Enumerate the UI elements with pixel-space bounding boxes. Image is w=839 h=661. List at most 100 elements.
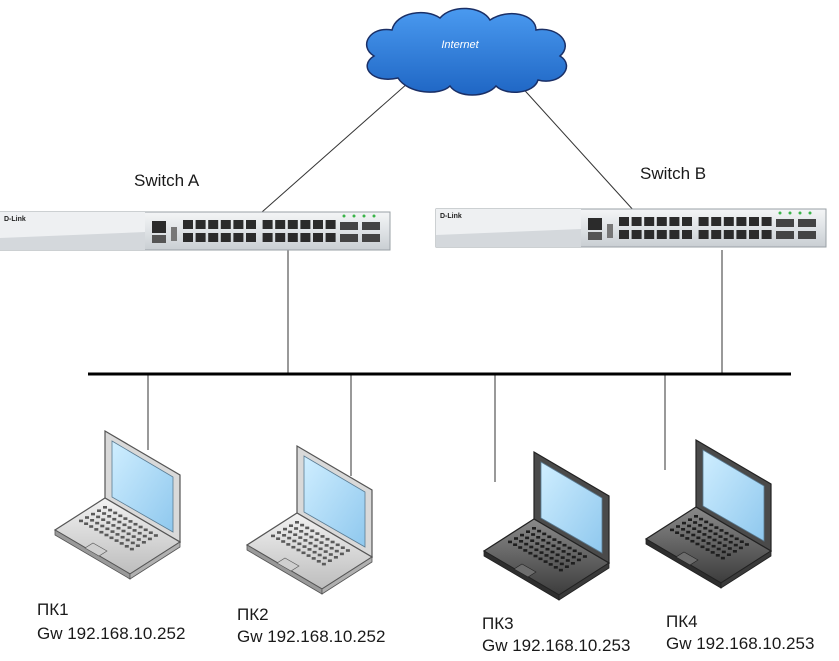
console-port [152, 235, 166, 243]
cloud-icon [365, 7, 568, 96]
ethernet-port [698, 217, 709, 226]
ethernet-port [208, 233, 219, 242]
pc1-gateway: Gw 192.168.10.252 [37, 624, 186, 643]
console-port [588, 218, 602, 230]
laptop-icon [245, 444, 374, 595]
pc2-name: ПК2 [237, 605, 269, 624]
ethernet-port [736, 217, 747, 226]
sfp-port [798, 219, 816, 227]
pc2-gateway: Gw 192.168.10.252 [237, 627, 386, 646]
status-led [778, 211, 782, 215]
keyboard [271, 521, 350, 566]
ethernet-port [644, 230, 655, 239]
status-led [362, 214, 366, 218]
ethernet-port [669, 230, 680, 239]
ethernet-port [220, 233, 231, 242]
ethernet-port [300, 220, 311, 229]
sfp-port [776, 219, 794, 227]
ethernet-port [682, 230, 692, 239]
ethernet-port [233, 220, 244, 229]
ethernet-port [275, 233, 286, 242]
connection-lines [147, 82, 723, 482]
laptops [53, 429, 773, 601]
status-led [352, 214, 356, 218]
ethernet-port [631, 230, 642, 239]
keyboard [508, 527, 587, 572]
ethernet-port [619, 230, 629, 239]
switch-a-logo: D-Link [4, 216, 26, 223]
ethernet-port [723, 230, 734, 239]
ethernet-port [761, 217, 772, 226]
sfp-port [340, 234, 358, 242]
ethernet-port [183, 233, 193, 242]
pc3-name: ПК3 [482, 614, 514, 633]
touchpad [84, 542, 108, 557]
laptop-icon [644, 438, 773, 589]
ethernet-port [325, 220, 336, 229]
touchpad [513, 563, 537, 578]
link-cloud-switch-b [517, 82, 636, 213]
pc1-name: ПК1 [37, 600, 69, 619]
ethernet-port [723, 217, 734, 226]
console-port [588, 232, 602, 240]
ethernet-port [761, 230, 772, 239]
switch-b-logo: D-Link [440, 213, 462, 220]
usb-port [607, 224, 613, 238]
ethernet-port [749, 230, 759, 239]
keyboard [670, 515, 749, 560]
touchpad [675, 551, 699, 566]
console-port [152, 221, 166, 233]
ethernet-port [736, 230, 747, 239]
usb-port [171, 227, 177, 241]
laptop-icon [53, 429, 182, 580]
ethernet-port [195, 233, 206, 242]
switch-b-device: D-Link [435, 208, 827, 248]
ethernet-port [183, 220, 193, 229]
switch-b-label: Switch B [640, 164, 707, 183]
ethernet-port [644, 217, 655, 226]
ethernet-port [287, 233, 298, 242]
ethernet-port [656, 217, 667, 226]
ethernet-port [669, 217, 680, 226]
ethernet-port [631, 217, 642, 226]
ethernet-port [220, 220, 231, 229]
ethernet-port [233, 233, 244, 242]
ethernet-port [262, 233, 273, 242]
pc4-name: ПК4 [666, 612, 698, 631]
internet-cloud: Internet [365, 7, 568, 96]
ethernet-port [275, 220, 286, 229]
ethernet-port [300, 233, 311, 242]
switch-b-ports [588, 211, 816, 240]
status-led [372, 214, 376, 218]
switch-a-label: Switch A [134, 171, 200, 190]
ethernet-port [195, 220, 206, 229]
cloud-label: Internet [441, 39, 479, 51]
status-led [788, 211, 792, 215]
ethernet-port [682, 217, 692, 226]
sfp-port [798, 231, 816, 239]
laptop-icon [482, 450, 611, 601]
ethernet-port [619, 217, 629, 226]
switch-a-device: D-Link [0, 211, 391, 251]
sfp-port [776, 231, 794, 239]
pc3-gateway: Gw 192.168.10.253 [482, 636, 631, 655]
touchpad [276, 557, 300, 572]
sfp-port [362, 234, 380, 242]
ethernet-port [262, 220, 273, 229]
ethernet-port [313, 233, 323, 242]
status-led [798, 211, 802, 215]
link-cloud-switch-a [261, 82, 409, 213]
ethernet-port [246, 233, 256, 242]
ethernet-port [656, 230, 667, 239]
ethernet-port [246, 220, 256, 229]
ethernet-port [325, 233, 336, 242]
keyboard [79, 506, 158, 551]
ethernet-port [287, 220, 298, 229]
ethernet-port [698, 230, 709, 239]
switch-a-ports [152, 214, 380, 243]
sfp-port [362, 222, 380, 230]
status-led [342, 214, 346, 218]
ethernet-port [313, 220, 323, 229]
ethernet-port [711, 217, 722, 226]
